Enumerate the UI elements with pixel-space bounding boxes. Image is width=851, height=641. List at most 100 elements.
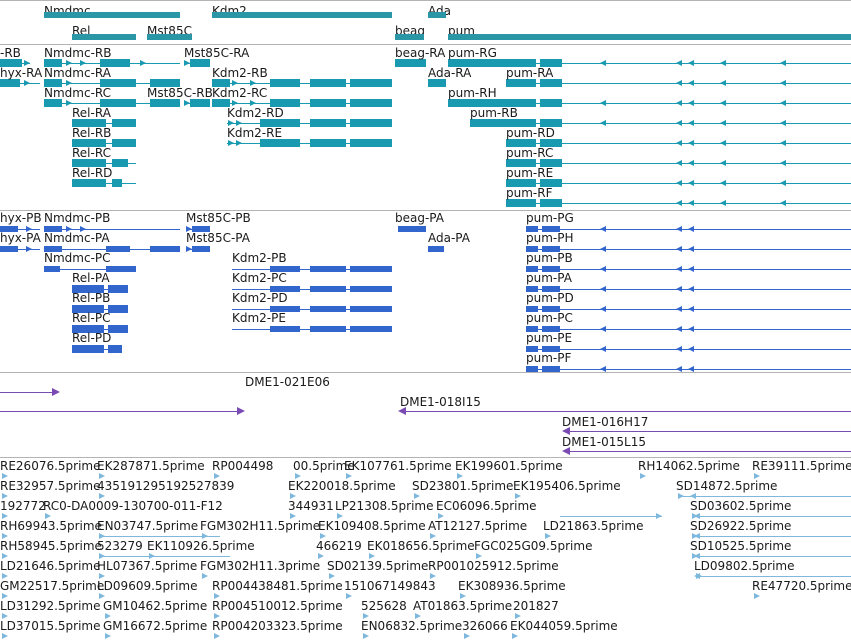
est-label[interactable]: LD09609.5prime (97, 579, 198, 593)
est-label[interactable]: SD26922.5prime (690, 519, 792, 533)
protein-label[interactable]: Rel-PB (72, 291, 111, 305)
est-label[interactable]: RE47720.5prime (752, 579, 851, 593)
est-label[interactable]: RP004498 (212, 459, 274, 473)
transcript-label[interactable]: Kdm2-RC (212, 86, 268, 100)
transcript-label[interactable]: -RB (0, 46, 21, 60)
est-label[interactable]: RE26076.5prime (0, 459, 101, 473)
transcript-label[interactable]: Nmdmc-RC (44, 86, 112, 100)
transcript-label[interactable]: Rel-RA (72, 106, 111, 120)
est-label[interactable]: 151067149843 (344, 579, 436, 593)
est-label[interactable]: 344931 (288, 499, 334, 513)
est-label[interactable]: FGM302H11.3prime (200, 559, 321, 573)
transcript-label[interactable]: Kdm2-RE (227, 126, 283, 140)
est-label[interactable]: 435191295192527839 (97, 479, 235, 493)
clone-label[interactable]: DME1-018I15 (400, 395, 481, 409)
est-label[interactable]: EK308936.5prime (458, 579, 566, 593)
protein-label[interactable]: pum-PE (526, 331, 573, 345)
est-label[interactable]: EK199601.5prime (455, 459, 563, 473)
protein-label[interactable]: pum-PD (526, 291, 574, 305)
protein-label[interactable]: Rel-PC (72, 311, 111, 325)
protein-label[interactable]: Kdm2-PB (232, 251, 287, 265)
est-label[interactable]: FGM302H11.5prime (200, 519, 321, 533)
protein-label[interactable]: Mst85C-PB (186, 211, 251, 225)
protein-label[interactable]: Ada-PA (428, 231, 470, 245)
est-label[interactable]: EK107761.5prime (344, 459, 452, 473)
protein-label[interactable]: Kdm2-PE (232, 311, 286, 325)
protein-label[interactable]: Nmdmc-PB (44, 211, 111, 225)
transcript-label[interactable]: Rel-RD (72, 166, 113, 180)
est-label[interactable]: EN03747.5prime (97, 519, 199, 533)
est-label[interactable]: LD37015.5prime (0, 619, 101, 633)
transcript-label[interactable]: Ada-RA (428, 66, 472, 80)
transcript-label[interactable]: beag-RA (395, 46, 446, 60)
protein-label[interactable]: pum-PB (526, 251, 573, 265)
est-label[interactable]: EK044059.5prime (510, 619, 618, 633)
est-label[interactable]: GM10462.5prime (103, 599, 208, 613)
protein-label[interactable]: Rel-PA (72, 271, 110, 285)
protein-label[interactable]: Kdm2-PC (232, 271, 287, 285)
est-label[interactable]: RP004510012.5prime (212, 599, 343, 613)
est-label[interactable]: 466219 (316, 539, 362, 553)
est-label[interactable]: AT01863.5prime (413, 599, 513, 613)
est-label[interactable]: EC06096.5prime (436, 499, 537, 513)
transcript-label[interactable]: Kdm2-RB (212, 66, 268, 80)
transcript-label[interactable]: pum-RH (448, 86, 497, 100)
est-label[interactable]: EN06832.5prime (361, 619, 463, 633)
est-label[interactable]: SD14872.5prime (676, 479, 778, 493)
protein-label[interactable]: Nmdmc-PC (44, 251, 111, 265)
protein-label[interactable]: pum-PC (526, 311, 573, 325)
est-label[interactable]: 523279 (97, 539, 143, 553)
protein-label[interactable]: pum-PH (526, 231, 574, 245)
transcript-label[interactable]: Mst85C-RB (147, 86, 213, 100)
protein-label[interactable]: pum-PF (526, 351, 572, 365)
est-label[interactable]: RP004438481.5prime (212, 579, 343, 593)
transcript-label[interactable]: Rel-RB (72, 126, 112, 140)
est-label[interactable]: RH58945.5prime (0, 539, 102, 553)
protein-label[interactable]: Mst85C-PA (186, 231, 250, 245)
est-label[interactable]: RE32957.5prime (0, 479, 101, 493)
transcript-label[interactable]: hyx-RA (0, 66, 43, 80)
transcript-label[interactable]: pum-RB (470, 106, 518, 120)
est-label[interactable]: 192772 (0, 499, 46, 513)
est-label[interactable]: SD10525.5prime (690, 539, 792, 553)
est-label[interactable]: HL07367.5prime (97, 559, 198, 573)
protein-label[interactable]: hyx-PB (0, 211, 42, 225)
est-label[interactable]: GM22517.5prime (0, 579, 105, 593)
protein-label[interactable]: beag-PA (395, 211, 444, 225)
est-label[interactable]: SD23801.5prime (412, 479, 514, 493)
transcript-label[interactable]: pum-RD (506, 126, 555, 140)
est-label[interactable]: SD03602.5prime (690, 499, 792, 513)
est-label[interactable]: EK018656.5prime (367, 539, 475, 553)
est-label[interactable]: LD21863.5prime (543, 519, 644, 533)
est-label[interactable]: AT12127.5prime (428, 519, 528, 533)
protein-label[interactable]: Rel-PD (72, 331, 112, 345)
est-label[interactable]: RC0-DA0009-130700-011-F12 (43, 499, 223, 513)
est-label[interactable]: RH14062.5prime (638, 459, 740, 473)
transcript-label[interactable]: Nmdmc-RB (44, 46, 112, 60)
transcript-label[interactable]: pum-RF (506, 186, 553, 200)
est-label[interactable]: LP21308.5prime (335, 499, 434, 513)
est-label[interactable]: EK220018.5prime (288, 479, 396, 493)
est-label[interactable]: RE39111.5prime (752, 459, 851, 473)
transcript-label[interactable]: Nmdmc-RA (44, 66, 111, 80)
clone-label[interactable]: DME1-016H17 (562, 415, 649, 429)
protein-label[interactable]: pum-PG (526, 211, 574, 225)
est-label[interactable]: LD31292.5prime (0, 599, 101, 613)
est-label[interactable]: 525628 (361, 599, 407, 613)
est-label[interactable]: RH69943.5prime (0, 519, 102, 533)
transcript-label[interactable]: Kdm2-RD (227, 106, 284, 120)
transcript-label[interactable]: pum-RA (506, 66, 554, 80)
est-label[interactable]: GM16672.5prime (103, 619, 208, 633)
est-label[interactable]: EK110926.5prime (147, 539, 255, 553)
est-label[interactable]: FGC025G09.5prime (474, 539, 593, 553)
protein-label[interactable]: hyx-PA (0, 231, 41, 245)
est-label[interactable]: LD09802.5prime (694, 559, 795, 573)
transcript-label[interactable]: pum-RG (448, 46, 497, 60)
est-label[interactable]: LD21646.5prime (0, 559, 101, 573)
est-label[interactable]: RP004203323.5prime (212, 619, 343, 633)
transcript-label[interactable]: pum-RC (506, 146, 554, 160)
clone-label[interactable]: DME1-015L15 (562, 435, 646, 449)
transcript-label[interactable]: Mst85C-RA (184, 46, 250, 60)
protein-label[interactable]: Kdm2-PD (232, 291, 288, 305)
